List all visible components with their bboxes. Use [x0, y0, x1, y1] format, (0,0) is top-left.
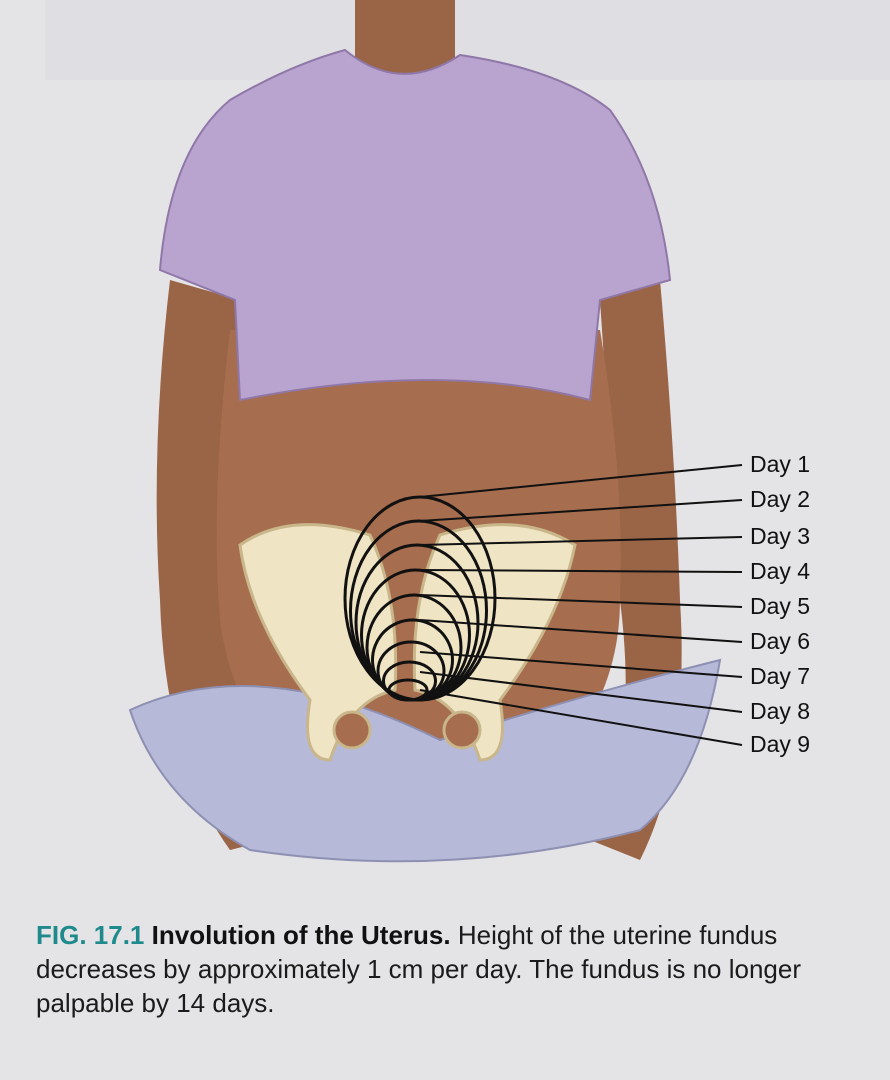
day-label: Day 8: [750, 698, 811, 724]
leader-line-day-1: [419, 464, 743, 498]
day-label: Day 7: [750, 663, 811, 689]
day-label: Day 2: [750, 486, 811, 512]
day-label: Day 1: [750, 451, 811, 477]
leader-line-day-2: [419, 499, 743, 522]
figure-number: FIG. 17.1: [36, 920, 145, 950]
leader-line-day-6: [419, 619, 743, 643]
pelvis: [238, 523, 577, 762]
day-label: Day 4: [750, 558, 811, 584]
day-label: Day 3: [750, 523, 811, 549]
fundus-ring-day-9: [387, 678, 429, 702]
leader-lines: [419, 464, 743, 746]
leader-line-day-5: [419, 594, 743, 608]
day-label: Day 6: [750, 628, 811, 654]
figure-title: Involution of the Uterus.: [151, 920, 451, 950]
leader-line-day-7: [419, 651, 743, 678]
day-label: Day 9: [750, 731, 811, 757]
leader-line-day-8: [419, 671, 743, 713]
leader-line-day-3: [419, 536, 743, 546]
figure-caption-text: Height of the uterine fundus decreases b…: [36, 920, 802, 1018]
shirt: [158, 48, 672, 402]
leader-line-day-4: [419, 569, 743, 573]
sheet: [128, 658, 722, 863]
day-label: Day 5: [750, 593, 811, 619]
figure-caption: FIG. 17.1 Involution of the Uterus. Heig…: [36, 918, 876, 1020]
leader-line-day-9: [419, 689, 743, 746]
